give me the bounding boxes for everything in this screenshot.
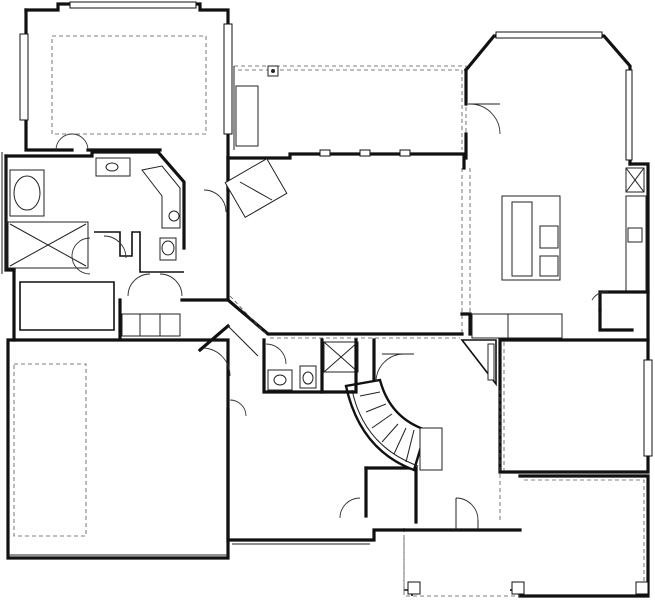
foyer-stairs [226, 338, 522, 594]
fireplace-icon [224, 157, 288, 219]
covered-porch [233, 65, 467, 154]
closet-hall [12, 268, 230, 342]
outer-trim [1, 152, 370, 545]
master-bath [4, 133, 227, 275]
front-porch [403, 474, 650, 598]
garage [6, 338, 230, 560]
bedroom-top-left [19, 1, 233, 192]
gallery-doors [197, 295, 267, 417]
great-room [224, 149, 471, 339]
kitchen [460, 31, 650, 342]
powder-room [262, 338, 359, 394]
sink-icon [539, 225, 559, 249]
dining-room [460, 338, 653, 474]
shower-icon [7, 221, 89, 269]
